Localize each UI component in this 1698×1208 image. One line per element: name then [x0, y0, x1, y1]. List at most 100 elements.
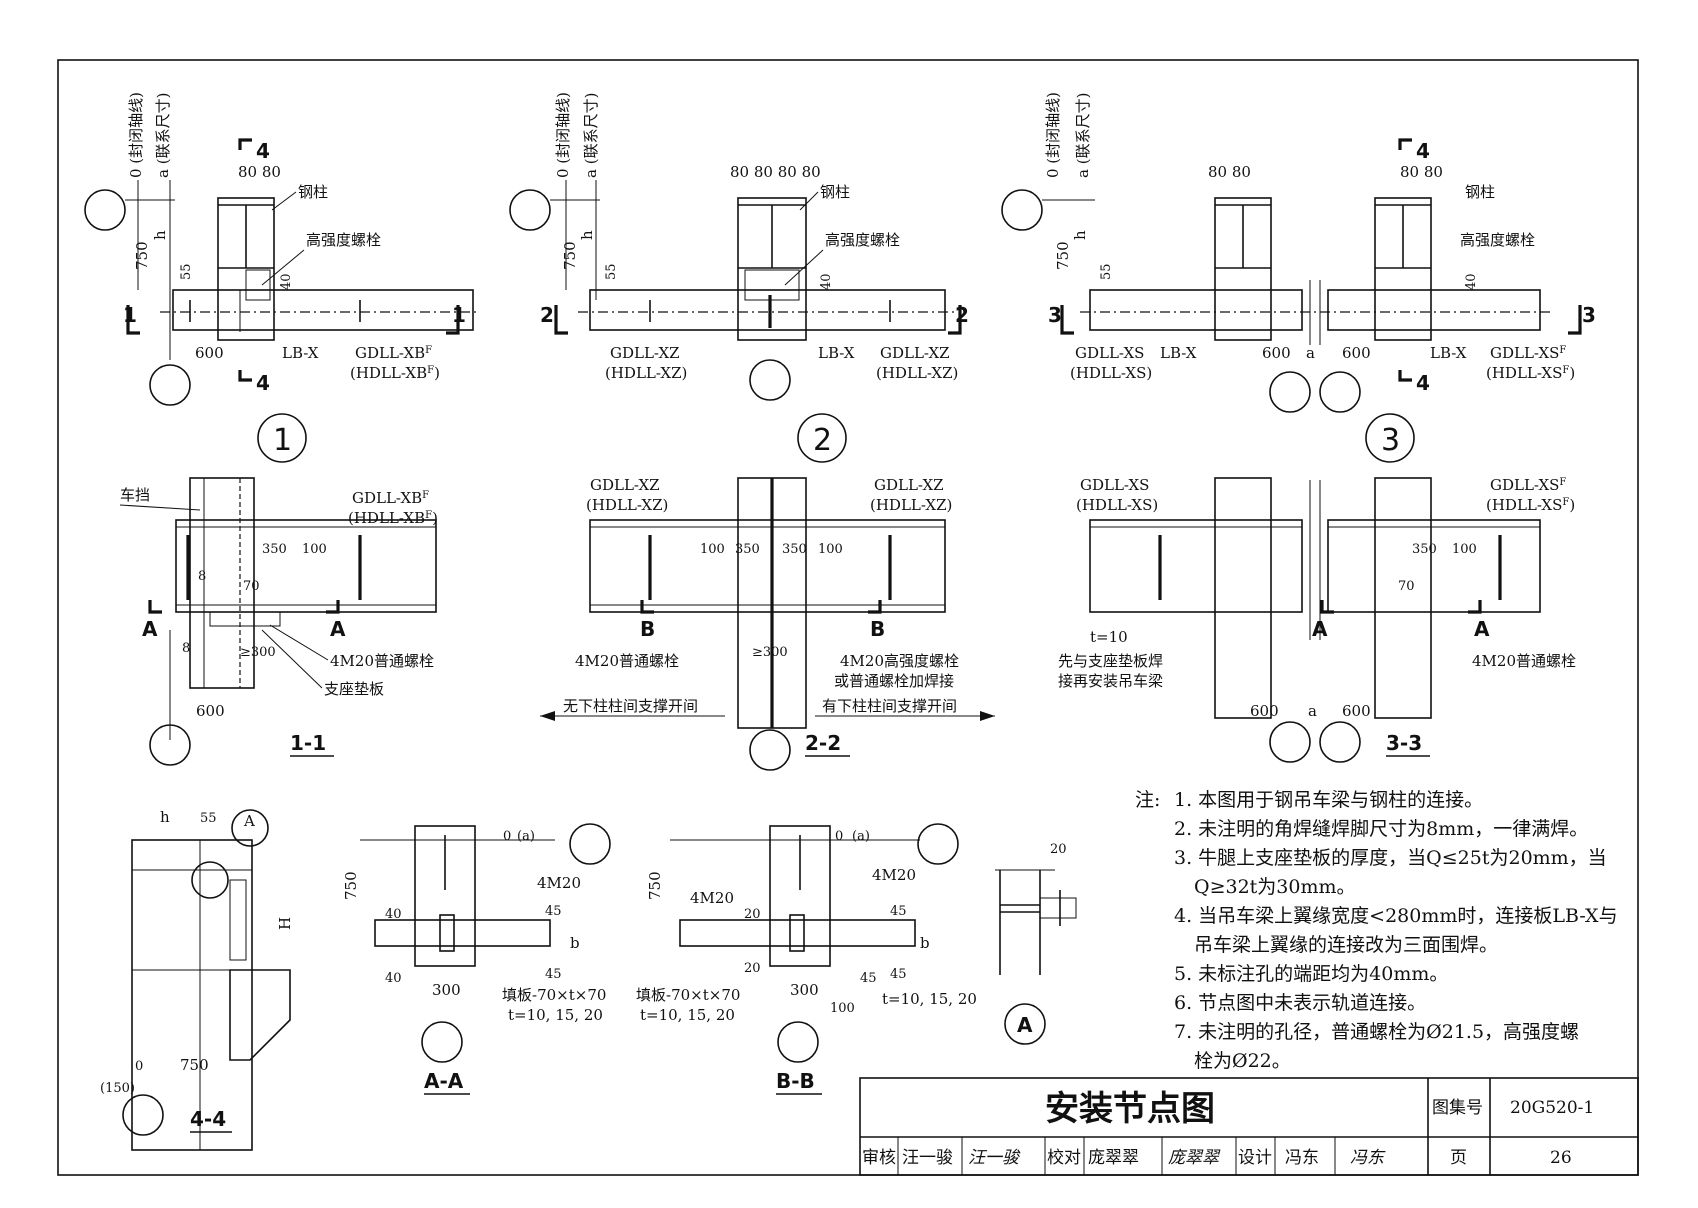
svg-text:45: 45 [545, 904, 562, 919]
svg-text:600: 600 [1262, 344, 1291, 362]
svg-text:GDLL-XZ: GDLL-XZ [590, 476, 660, 494]
svg-text:55: 55 [604, 263, 619, 280]
svg-text:t=10: t=10 [1090, 628, 1128, 646]
svg-text:750: 750 [561, 241, 579, 270]
svg-text:有下柱柱间支撑开间: 有下柱柱间支撑开间 [822, 697, 957, 715]
atlas-label: 图集号 [1432, 1098, 1483, 1118]
svg-text:8: 8 [182, 641, 190, 656]
svg-text:GDLL-XSF: GDLL-XSF [1490, 344, 1566, 362]
svg-text:0 (封闭轴线): 0 (封闭轴线) [554, 92, 572, 178]
svg-text:先与支座垫板焊: 先与支座垫板焊 [1058, 652, 1163, 670]
svg-text:(HDLL-XZ): (HDLL-XZ) [876, 364, 958, 382]
svg-text:(HDLL-XBF): (HDLL-XBF) [350, 364, 440, 382]
notes: 注: 1. 本图用于钢吊车梁与钢柱的连接。 2. 未注明的角焊缝焊脚尺寸为8mm… [1135, 789, 1618, 1072]
sheet-border [57, 59, 1639, 1176]
axis-label-closed: 0 (封闭轴线) [127, 92, 145, 178]
detail-1-plan: 0 (封闭轴线) a (联系尺寸) 80 80 钢柱 高强度螺栓 750 h 5… [84, 92, 480, 463]
checker: 庞翠翠 [1088, 1148, 1139, 1168]
svg-text:3: 3 [1582, 303, 1596, 327]
label-hs-bolt: 高强度螺栓 [306, 231, 381, 249]
svg-text:B: B [870, 617, 885, 641]
svg-text:2: 2 [955, 303, 969, 327]
label-steel-column: 钢柱 [298, 183, 328, 201]
svg-text:(HDLL-XBF): (HDLL-XBF) [348, 509, 438, 527]
section-2-2: GDLL-XZ (HDLL-XZ) GDLL-XZ (HDLL-XZ) 100 … [540, 476, 995, 771]
svg-text:45: 45 [860, 971, 877, 986]
section-b-b: 750 4M20 4M20 20 20 45 45 45 b 0 (a) 填板-… [636, 823, 977, 1095]
column-outline [217, 197, 275, 341]
svg-text:40: 40 [1464, 273, 1479, 290]
svg-text:b: b [570, 934, 580, 952]
svg-text:GDLL-XBF: GDLL-XBF [352, 489, 429, 507]
svg-text:600: 600 [196, 702, 225, 720]
svg-text:LB-X: LB-X [818, 344, 855, 362]
member-gdll-xb: GDLL-XBF [355, 344, 432, 362]
checker-signature: 庞翠翠 [1168, 1148, 1221, 1168]
svg-text:750: 750 [1054, 241, 1072, 270]
section-a-a: 750 40 40 4M20 45 45 b 0 (a) 300 填板-70×t… [342, 823, 611, 1095]
svg-text:填板-70×t×70: 填板-70×t×70 [636, 986, 740, 1004]
svg-text:600: 600 [1250, 702, 1279, 720]
svg-text:1: 1 [452, 303, 466, 327]
svg-text:校对: 校对 [1047, 1148, 1081, 1168]
svg-text:100: 100 [818, 542, 843, 557]
note-3: 3. 牛腿上支座垫板的厚度，当Q≤25t为20mm，当 [1174, 847, 1607, 869]
svg-text:750: 750 [342, 871, 360, 900]
svg-text:设计: 设计 [1238, 1148, 1272, 1168]
svg-text:(HDLL-XS): (HDLL-XS) [1070, 364, 1152, 382]
section-title-1-1: 1-1 [290, 731, 326, 755]
svg-text:a (联系尺寸): a (联系尺寸) [1074, 93, 1092, 178]
svg-text:4M20: 4M20 [537, 874, 581, 892]
svg-text:t=10, 15, 20: t=10, 15, 20 [508, 1006, 603, 1024]
note-4b: 吊车梁上翼缘的连接改为三面围焊。 [1194, 934, 1498, 956]
svg-text:(a): (a) [852, 829, 870, 844]
svg-text:750: 750 [646, 871, 664, 900]
svg-text:h: h [151, 230, 169, 240]
svg-text:支座垫板: 支座垫板 [324, 680, 384, 698]
svg-text:750: 750 [133, 241, 151, 270]
svg-text:(HDLL-XS): (HDLL-XS) [1076, 496, 1158, 514]
svg-text:接再安装吊车梁: 接再安装吊车梁 [1058, 672, 1163, 690]
axis-label-tie: a (联系尺寸) [154, 93, 172, 178]
svg-text:40: 40 [385, 907, 402, 922]
svg-text:55: 55 [179, 263, 194, 280]
svg-text:4: 4 [256, 139, 270, 163]
svg-text:t=10, 15, 20: t=10, 15, 20 [882, 990, 977, 1008]
svg-text:4M20普通螺栓: 4M20普通螺栓 [330, 652, 434, 670]
svg-text:h: h [578, 230, 596, 240]
svg-text:80 80: 80 80 [1208, 163, 1251, 181]
crane-beam-plan [172, 289, 474, 331]
svg-text:H: H [276, 917, 294, 930]
svg-text:0: 0 [135, 1059, 143, 1074]
svg-text:350: 350 [735, 542, 760, 557]
svg-text:车挡: 车挡 [120, 486, 150, 504]
svg-text:600: 600 [195, 344, 224, 362]
dim-8080: 80 80 [238, 163, 281, 181]
detail-bubble-1 [257, 413, 307, 463]
detail-number-3: 3 [1381, 423, 1400, 458]
svg-text:A: A [330, 617, 346, 641]
svg-text:300: 300 [790, 981, 819, 999]
svg-text:A: A [1312, 617, 1328, 641]
note-6: 6. 节点图中未表示轨道连接。 [1174, 992, 1426, 1014]
column-outline-2 [737, 197, 807, 341]
svg-text:100: 100 [830, 1001, 855, 1016]
section-title-4-4: 4-4 [190, 1107, 226, 1131]
atlas-number: 20G520-1 [1510, 1098, 1594, 1118]
detail-2-plan: 0 (封闭轴线) a (联系尺寸) 80 80 80 80 钢柱 高强度螺栓 7… [509, 92, 969, 463]
svg-text:(HDLL-XZ): (HDLL-XZ) [605, 364, 687, 382]
designer: 冯东 [1285, 1148, 1319, 1168]
svg-text:LB-X: LB-X [282, 344, 319, 362]
note-7b: 栓为Ø22。 [1194, 1050, 1291, 1072]
svg-text:(HDLL-XZ): (HDLL-XZ) [586, 496, 668, 514]
section-4-4: h 55 A H 0 750 (150) 4-4 [100, 808, 294, 1151]
svg-text:高强度螺栓: 高强度螺栓 [1460, 231, 1535, 249]
svg-text:20: 20 [744, 961, 761, 976]
svg-text:2: 2 [540, 303, 554, 327]
svg-text:A: A [243, 812, 255, 830]
svg-text:70: 70 [243, 579, 260, 594]
svg-text:600: 600 [1342, 702, 1371, 720]
designer-signature: 冯东 [1350, 1148, 1386, 1168]
svg-text:A: A [142, 617, 158, 641]
